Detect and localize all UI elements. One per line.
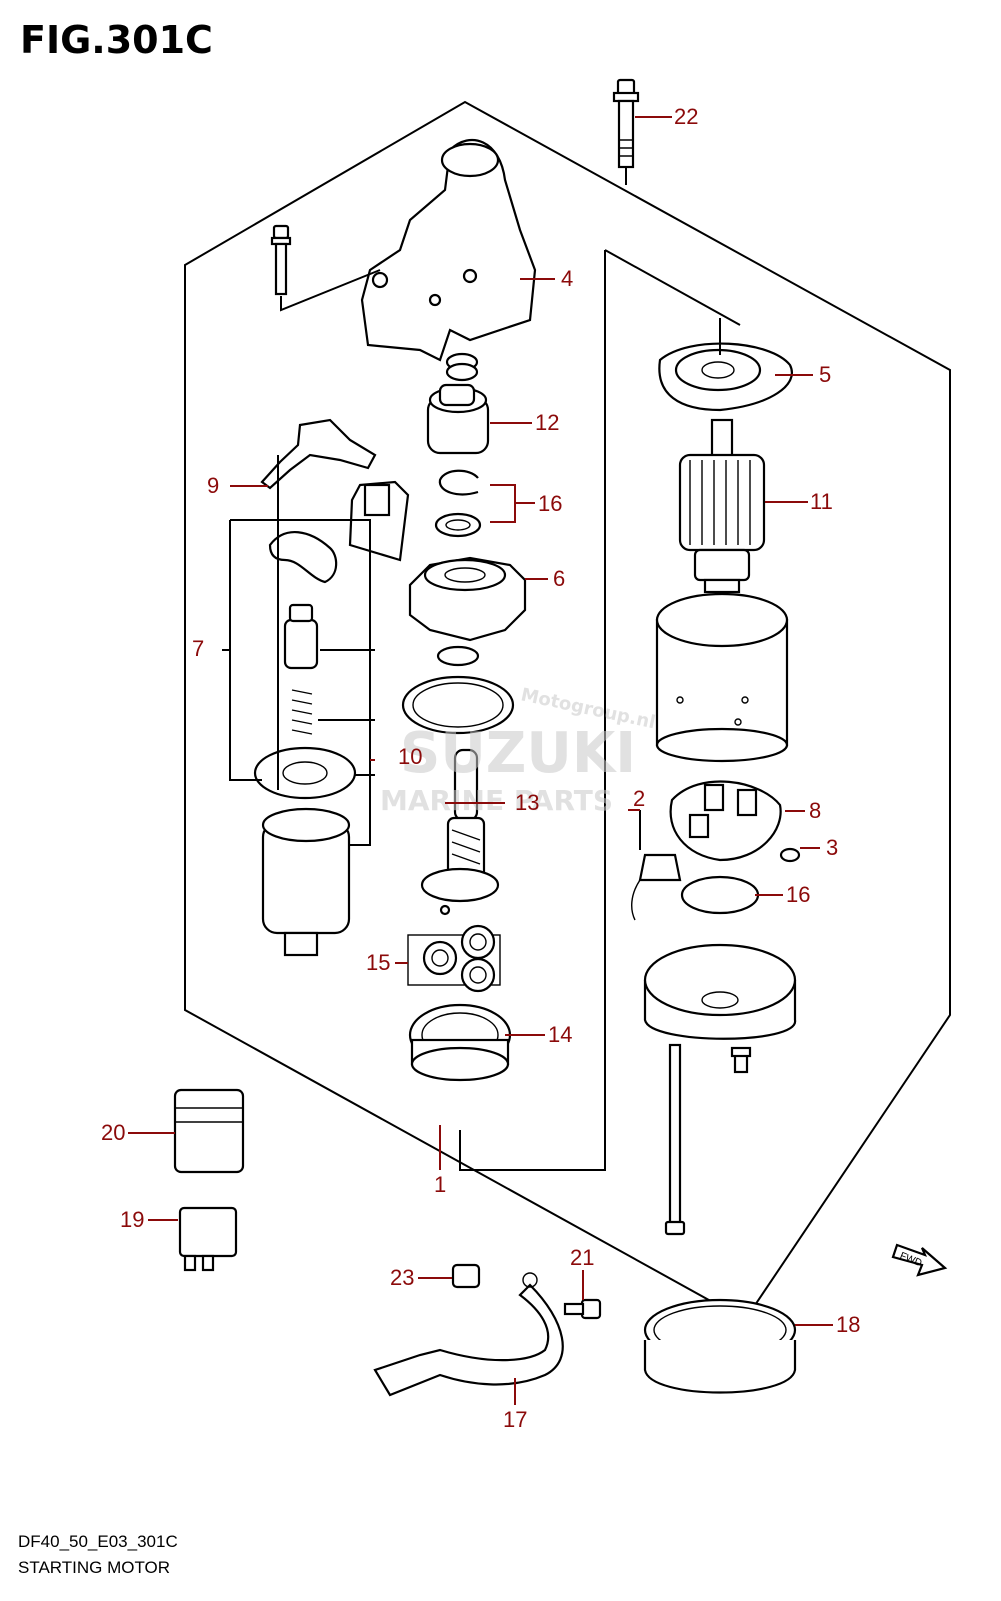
- callout-10: 10: [398, 744, 422, 769]
- relay-part-20[interactable]: [173, 1088, 245, 1174]
- callout-16-bottom: 16: [786, 882, 810, 907]
- callout-17: 17: [503, 1407, 527, 1432]
- callout-14: 14: [548, 1022, 572, 1047]
- snap-ring-part-16[interactable]: [434, 469, 482, 538]
- shift-lever-part-9[interactable]: [260, 418, 377, 490]
- fwd-arrow-icon: FWD: [891, 1243, 948, 1277]
- assembly-outline: [184, 100, 951, 1322]
- callout-4: 4: [561, 266, 573, 291]
- callout-22: 22: [674, 104, 698, 129]
- cover-plate-part-5[interactable]: [658, 318, 793, 412]
- pinion-clutch-part-12[interactable]: [426, 352, 490, 455]
- callout-15: 15: [366, 950, 390, 975]
- callout-18: 18: [836, 1312, 860, 1337]
- drive-housing-part-4[interactable]: [360, 138, 537, 362]
- screw-part-21[interactable]: [563, 1298, 602, 1320]
- strap-bracket-part-17[interactable]: [373, 1272, 564, 1397]
- solenoid-part-7[interactable]: [222, 455, 410, 957]
- through-bolt-small[interactable]: [270, 224, 381, 312]
- gasket-ring[interactable]: [401, 675, 515, 735]
- callout-16-top: 16: [538, 491, 562, 516]
- callout-19: 19: [120, 1207, 144, 1232]
- planetary-gears-part-15[interactable]: [407, 924, 501, 993]
- end-cover[interactable]: [643, 943, 797, 1074]
- watermark-subtitle: MARINE PARTS: [380, 784, 613, 817]
- armature-part-11[interactable]: [678, 418, 766, 594]
- brush-holder-part-8[interactable]: [631, 780, 782, 921]
- nut-part-3[interactable]: [779, 847, 801, 863]
- washer-part-16b[interactable]: [680, 875, 760, 915]
- leader-lines: [128, 116, 833, 1405]
- callout-23: 23: [390, 1265, 414, 1290]
- callout-9: 9: [207, 473, 219, 498]
- callout-6: 6: [553, 566, 565, 591]
- callout-8: 8: [809, 798, 821, 823]
- callout-5: 5: [819, 362, 831, 387]
- through-bolt-long[interactable]: [664, 1043, 686, 1236]
- callout-1: 1: [434, 1172, 446, 1197]
- figure-code: DF40_50_E03_301C: [18, 1532, 178, 1551]
- figure-title: FIG.301C: [20, 18, 213, 62]
- callout-7: 7: [192, 636, 204, 661]
- rubber-band-part-18[interactable]: [643, 1298, 797, 1394]
- bracket-part-6[interactable]: [408, 556, 527, 667]
- relay-part-19[interactable]: [178, 1206, 238, 1272]
- internal-gear-part-14[interactable]: [408, 1003, 512, 1082]
- cap-part-23[interactable]: [451, 1263, 481, 1289]
- callout-21: 21: [570, 1245, 594, 1270]
- bolt-part-22[interactable]: [612, 78, 640, 185]
- callout-13: 13: [515, 790, 539, 815]
- callout-12: 12: [535, 410, 559, 435]
- callout-11: 11: [810, 489, 833, 514]
- watermark: SUZUKI MARINE PARTS Motogroup.nl: [380, 684, 657, 817]
- callouts: 22 4 5 12 16 11 6 9 7 10 13 2 8 3 16 15 …: [101, 104, 860, 1432]
- watermark-brand: SUZUKI: [400, 721, 636, 786]
- figure-caption: STARTING MOTOR: [18, 1558, 171, 1577]
- callout-2: 2: [633, 786, 645, 811]
- callout-3: 3: [826, 835, 838, 860]
- yoke-housing[interactable]: [655, 592, 789, 763]
- callout-20: 20: [101, 1120, 125, 1145]
